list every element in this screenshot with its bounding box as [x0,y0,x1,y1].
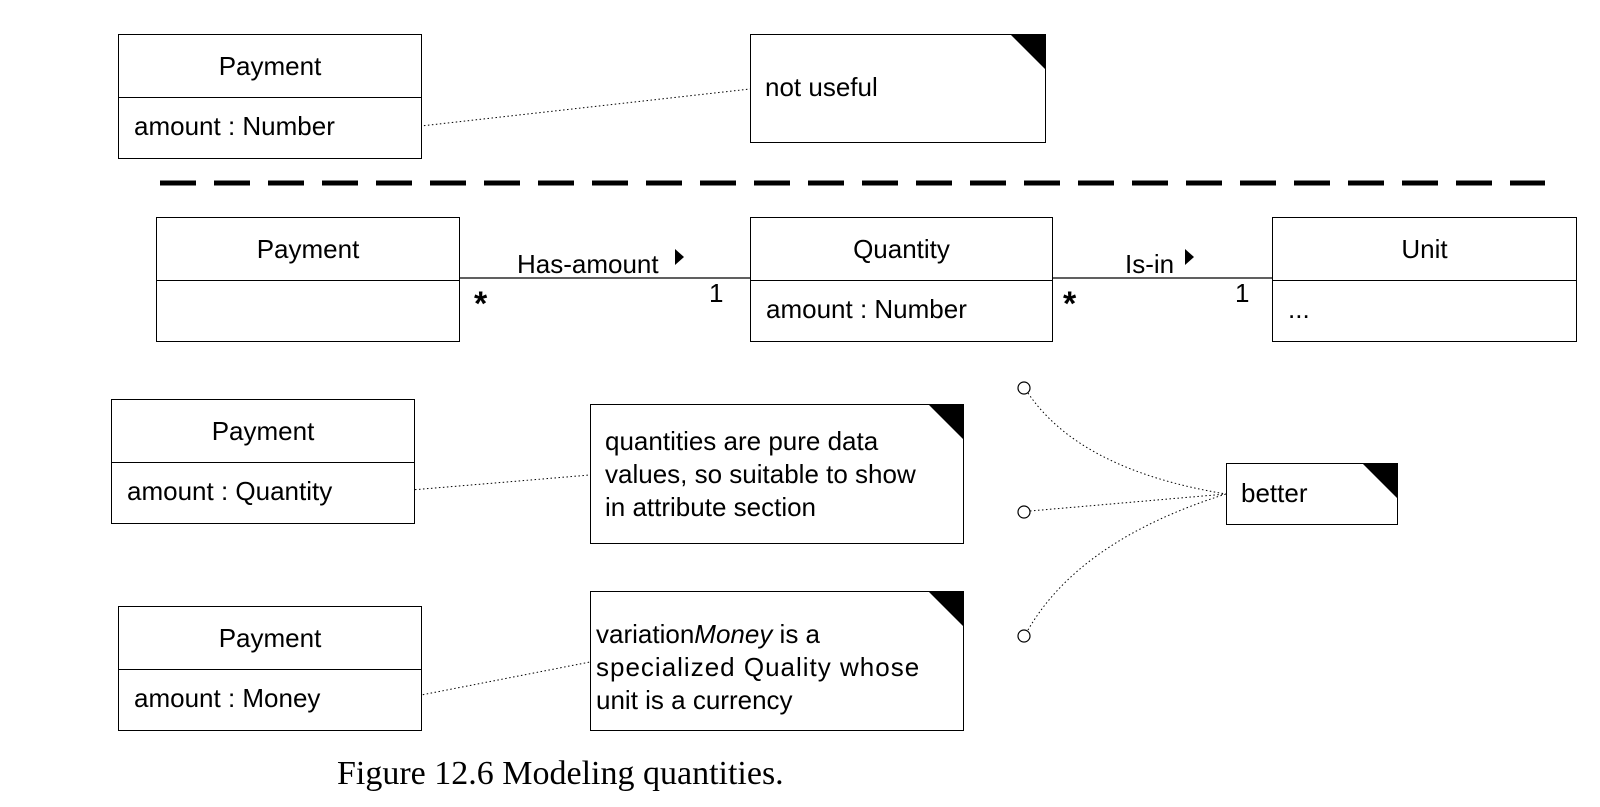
anchor-circle [1017,381,1031,395]
class-name: Quantity [751,218,1052,281]
note-line: specialized Quality whose [596,652,921,682]
note-text: better [1241,478,1308,508]
better-link-line [1027,493,1227,631]
note-line: quantities are pure data [605,426,879,456]
note-fold-icon [1010,34,1046,70]
note-money: variationMoney is a specialized Quality … [590,591,964,731]
multiplicity-one: 1 [1235,278,1250,308]
better-link-line [1029,493,1227,512]
unit-class: Unit ... [1272,217,1577,342]
class-attribute: amount : Quantity [127,476,333,506]
figure-caption: Figure 12.6 Modeling quantities. [337,755,784,792]
note-text-suffix: is a [772,619,821,649]
class-name: Payment [119,35,421,98]
class-name: Payment [119,607,421,670]
quantity-class: Quantity amount : Number [750,217,1053,342]
note-link-line [411,88,751,128]
better-link-line [1027,392,1227,495]
note-fold-icon [1362,463,1398,499]
note-line: variationMoney is a [596,618,820,651]
class-attribute: amount : Number [766,294,967,324]
direction-arrow-icon [1185,249,1194,265]
class-name: Payment [157,218,459,281]
note-text-prefix: variation [596,619,695,649]
note-fold-icon [928,591,964,627]
class-name: Payment [112,400,414,463]
class-attribute: ... [1288,294,1310,324]
payment-class-quantity: Payment amount : Quantity [111,399,415,524]
direction-arrow-icon [675,249,684,265]
note-link-line [410,474,591,491]
multiplicity-many: * [474,285,488,323]
note-better: better [1226,463,1398,525]
payment-class-number: Payment amount : Number [118,34,422,159]
note-fold-icon [928,404,964,440]
note-line: values, so suitable to show [605,459,916,489]
note-link-line [410,661,591,698]
note-text: not useful [765,72,878,102]
assoc-label-has-amount: Has-amount [517,249,659,279]
anchor-circle [1017,629,1031,643]
class-name: Unit [1273,218,1576,281]
note-line: in attribute section [605,492,817,522]
note-quantities: quantities are pure data values, so suit… [590,404,964,544]
payment-class-money: Payment amount : Money [118,606,422,731]
note-line: unit is a currency [596,685,793,715]
class-attribute: amount : Money [134,683,321,713]
anchor-circle [1017,505,1031,519]
payment-class: Payment [156,217,460,342]
multiplicity-many: * [1063,285,1077,323]
note-text-italic: Money [694,619,773,649]
class-attribute: amount : Number [134,111,335,141]
note-not-useful: not useful [750,34,1046,143]
assoc-label-is-in: Is-in [1125,249,1175,279]
multiplicity-one: 1 [709,278,724,308]
